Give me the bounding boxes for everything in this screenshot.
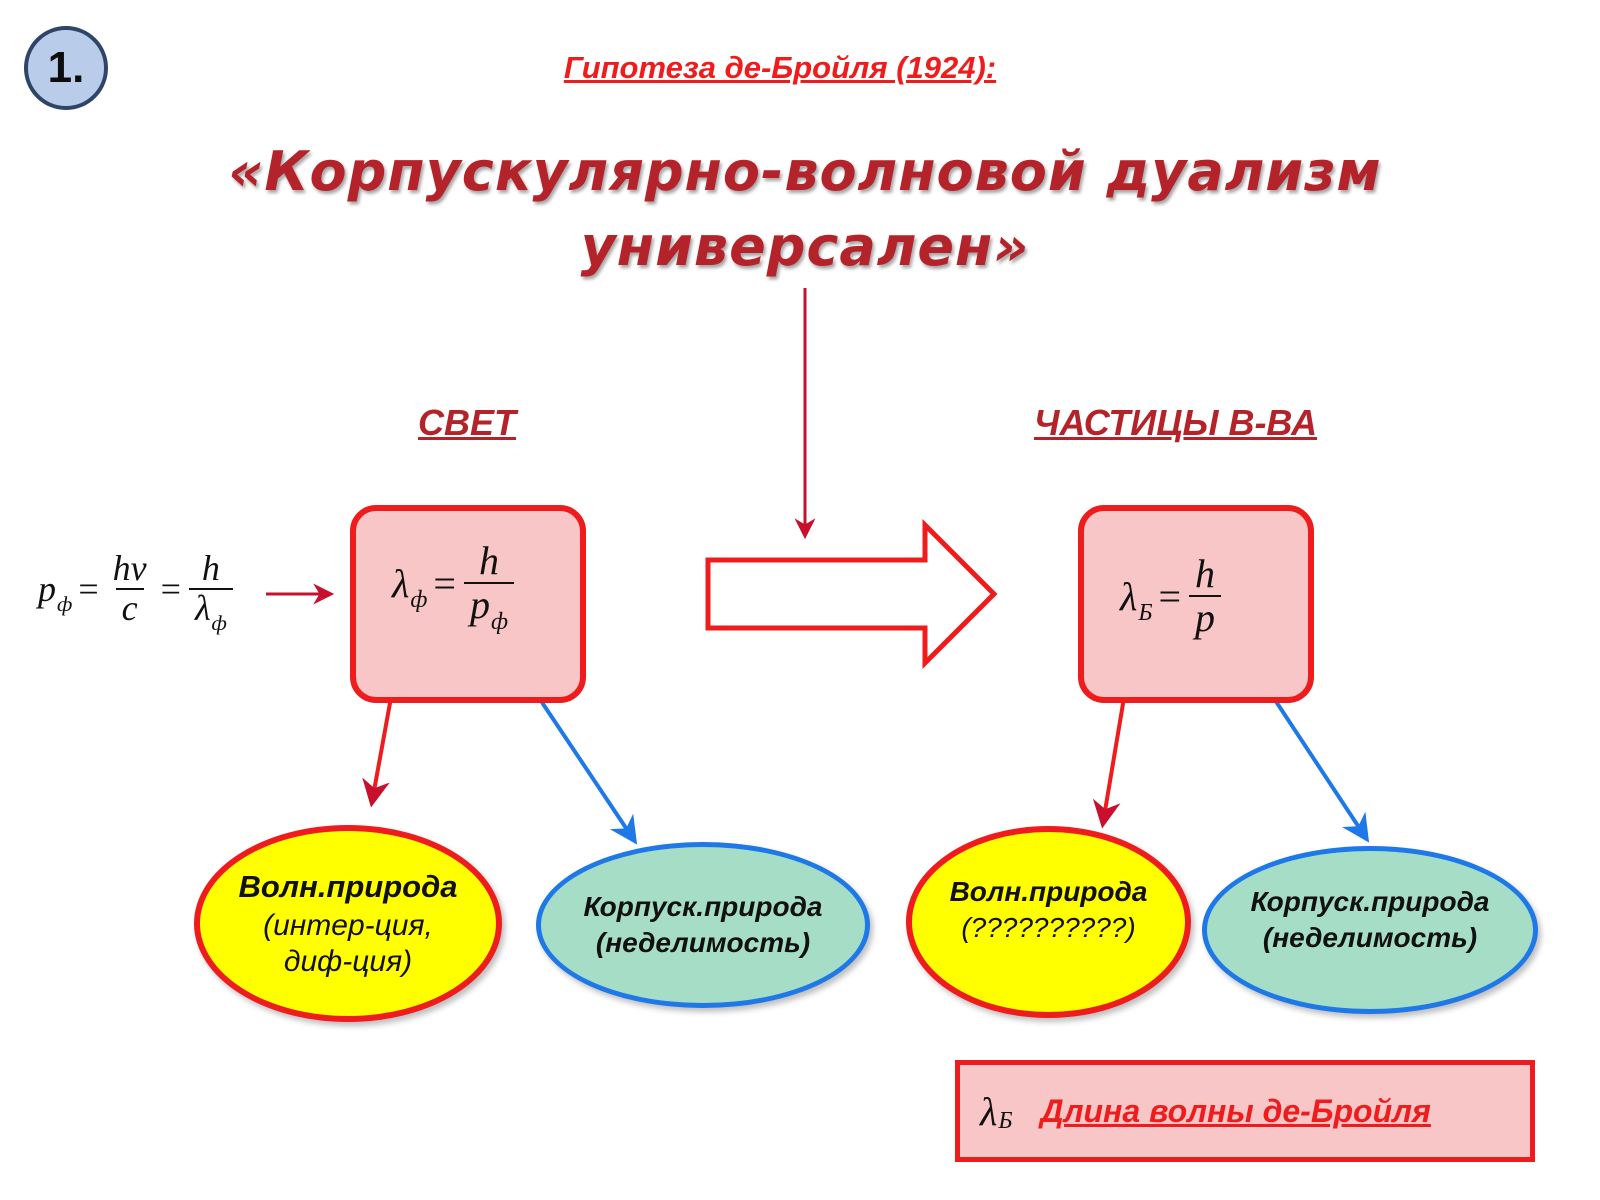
wave-nature-note-1: (интер-ция, <box>263 908 433 942</box>
particle-nature-note: (неделимость) <box>1262 922 1478 953</box>
wave-nature-title: Волн.природа <box>238 868 458 904</box>
headline-line-2: универсален» <box>580 215 1030 278</box>
photon-momentum-formula: pф = hν c = h λф <box>38 548 235 634</box>
photon-wavelength-formula: λф = h pф <box>392 540 516 634</box>
wave-nature-note: (??????????) <box>961 912 1136 943</box>
light-formula-box <box>350 505 586 703</box>
light-section-title: СВЕТ <box>418 402 516 443</box>
matter-particle-nature-ellipse: Корпуск.природа (неделимость) <box>1202 846 1538 1014</box>
particle-nature-title: Корпуск.природа <box>583 891 823 922</box>
debroglie-wavelength-formula: λБ = h p <box>1120 553 1223 639</box>
h-over-lambda-fraction: h λф <box>188 549 233 634</box>
light-particle-nature-ellipse: Корпуск.природа (неделимость) <box>536 842 870 1008</box>
legend-text: Длина волны де-Бройля <box>1040 1092 1431 1129</box>
hnu-over-c-fraction: hν c <box>112 548 147 628</box>
matter-section-title: ЧАСТИЦЫ В-ВА <box>1034 402 1318 443</box>
wave-nature-title: Волн.природа <box>949 876 1148 907</box>
particle-nature-title: Корпуск.природа <box>1250 886 1490 917</box>
p-symbol: pф <box>38 568 73 616</box>
big-right-arrow <box>705 518 998 670</box>
matter-wave-nature-ellipse: Волн.природа (??????????) <box>906 826 1191 1018</box>
light-wave-nature-ellipse: Волн.природа (интер-ция, диф-ция) <box>194 825 502 1022</box>
wave-nature-note-2: диф-ция) <box>283 944 413 978</box>
subtitle: Гипотеза де-Бройля (1924): <box>563 50 997 85</box>
slide-number-badge: 1. <box>24 26 108 110</box>
headline-line-1: «Корпускулярно-волновой дуализм <box>228 140 1382 203</box>
matter-formula-box <box>1078 505 1314 703</box>
particle-nature-note: (неделимость) <box>595 927 811 958</box>
slide-number: 1. <box>47 43 85 92</box>
